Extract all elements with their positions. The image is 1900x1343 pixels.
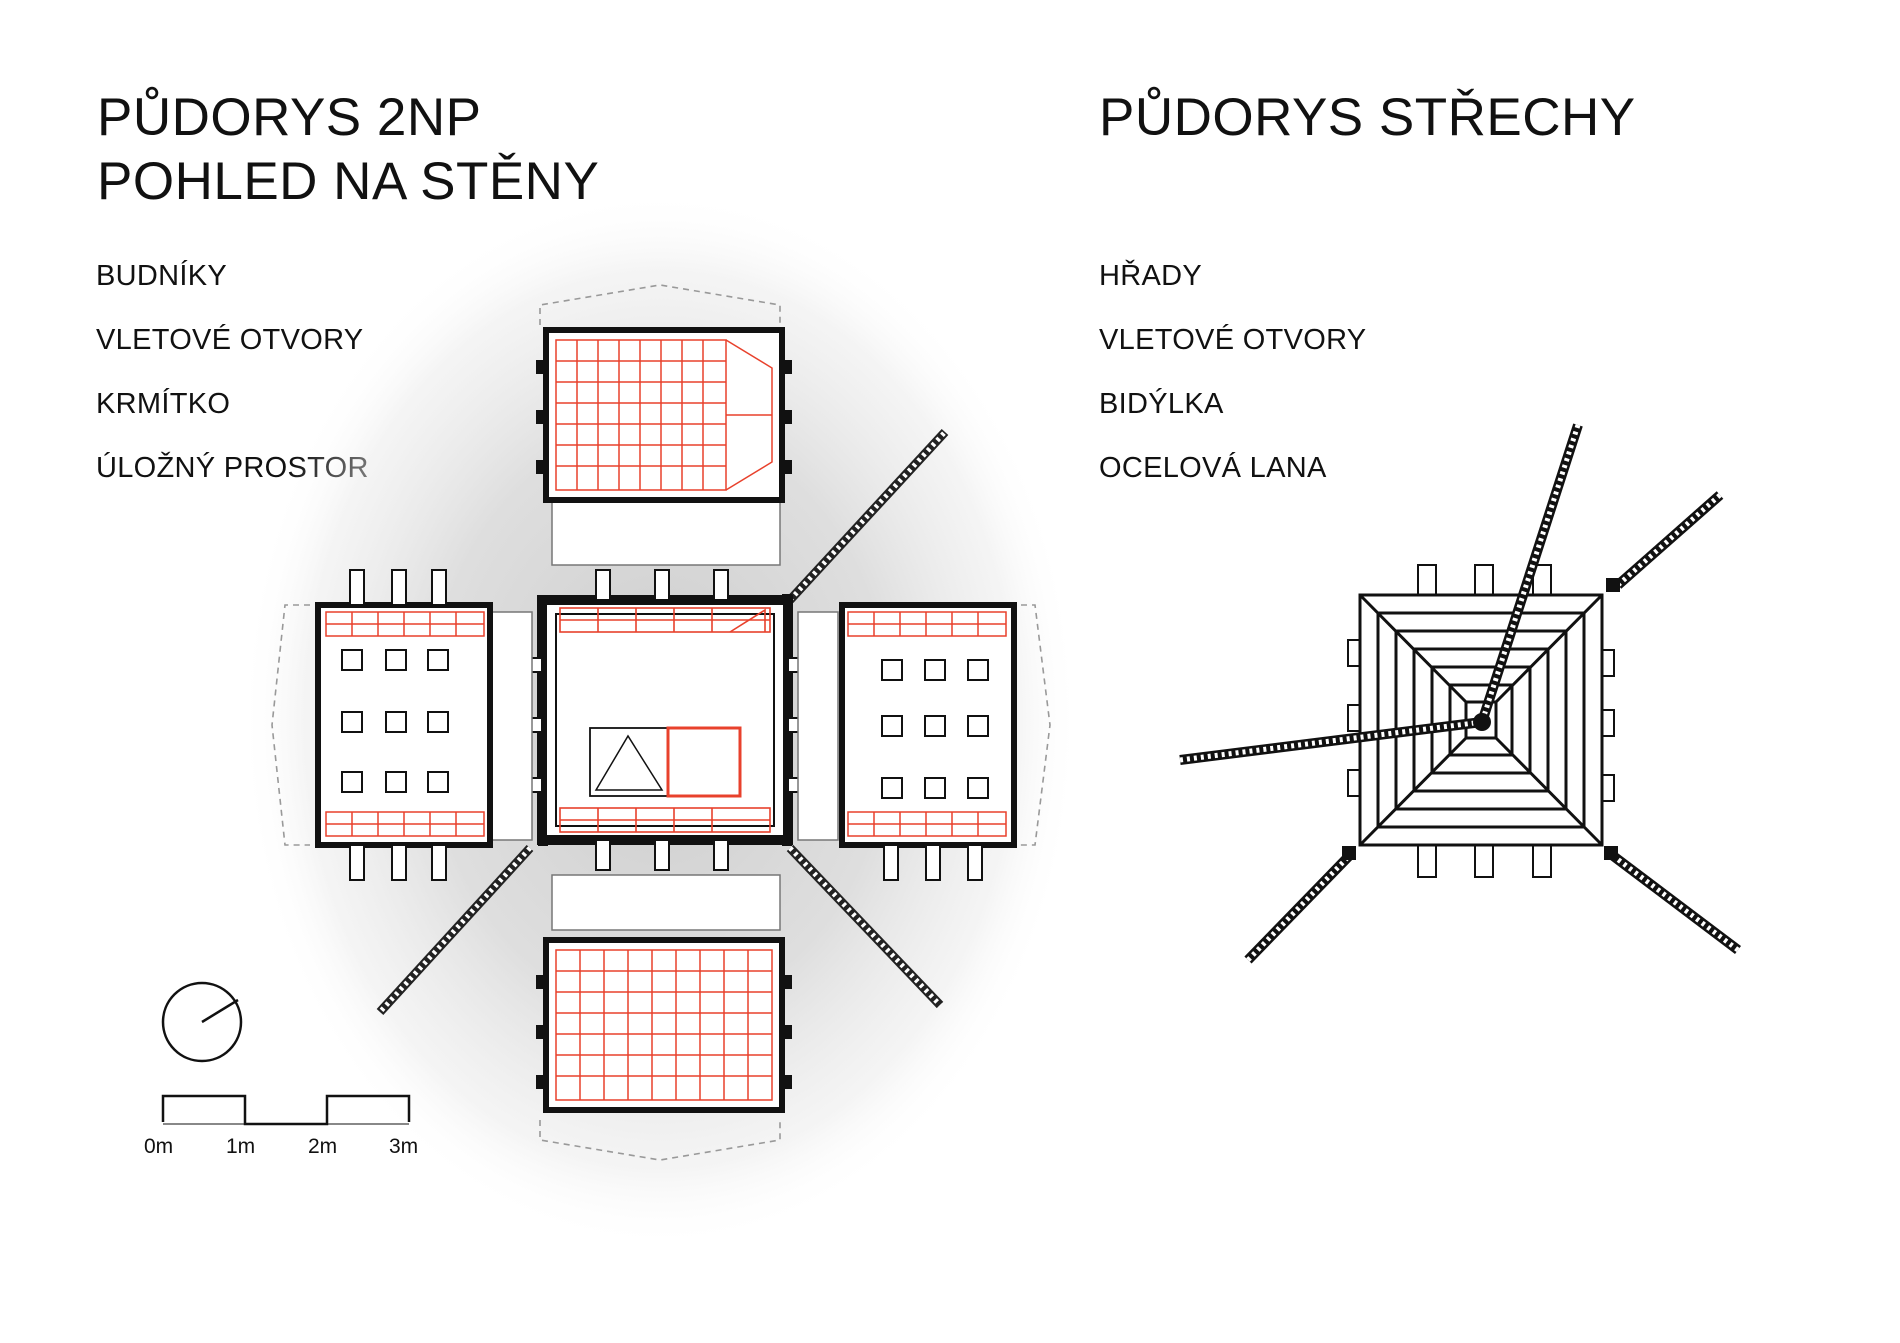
steel-ropes-roof	[1179, 423, 1742, 964]
roof-plan-legend: HŘADY VLETOVÉ OTVORY BIDÝLKA OCELOVÁ LAN…	[1099, 260, 1366, 516]
storage-strip	[559, 607, 771, 833]
legend-item: VLETOVÉ OTVORY	[1099, 324, 1367, 356]
scale-label: 1m	[226, 1135, 255, 1158]
roof-plan-title: PŮDORYS STŘECHY	[1099, 86, 1636, 150]
north-arrow-icon	[161, 981, 243, 1063]
nest-boxes-grid	[555, 949, 773, 1101]
roof-plan	[1179, 423, 1742, 964]
scale-label: 0m	[144, 1135, 173, 1158]
scale-label: 3m	[389, 1135, 418, 1158]
perches-center	[529, 569, 801, 871]
storage-strip	[847, 611, 1007, 837]
left-module	[315, 569, 493, 881]
title-line: PŮDORYS STŘECHY	[1099, 88, 1636, 147]
entrance-holes	[881, 659, 989, 799]
legend-item: HŘADY	[1099, 260, 1203, 292]
legend-item: BUDNÍKY	[96, 260, 228, 292]
center-module	[537, 594, 793, 846]
rope-anchors	[1342, 578, 1620, 860]
floor-plan-title: PŮDORYS 2NP POHLED NA STĚNY	[97, 86, 599, 214]
bottom-module	[536, 937, 792, 1113]
nest-boxes-grid	[555, 339, 773, 491]
entrance-holes	[341, 649, 449, 793]
steel-cables-2np	[376, 428, 949, 1016]
title-line: POHLED NA STĚNY	[97, 152, 600, 211]
walkways	[491, 499, 839, 931]
perches-left	[349, 569, 447, 881]
dashed-roof-outlines	[271, 284, 1051, 1161]
scale-label: 2m	[308, 1135, 337, 1158]
feeder	[589, 726, 742, 798]
perches-right	[883, 844, 983, 881]
legend-item: KRMÍTKO	[96, 388, 231, 420]
legend-item: VLETOVÉ OTVORY	[96, 324, 364, 356]
right-module	[839, 602, 1017, 881]
legend-item: OCELOVÁ LANA	[1099, 452, 1327, 484]
legend-item: BIDÝLKA	[1099, 388, 1224, 420]
storage-strip	[325, 611, 485, 837]
top-module	[536, 327, 792, 503]
scale-bar	[161, 1094, 411, 1126]
title-line: PŮDORYS 2NP	[97, 88, 482, 147]
